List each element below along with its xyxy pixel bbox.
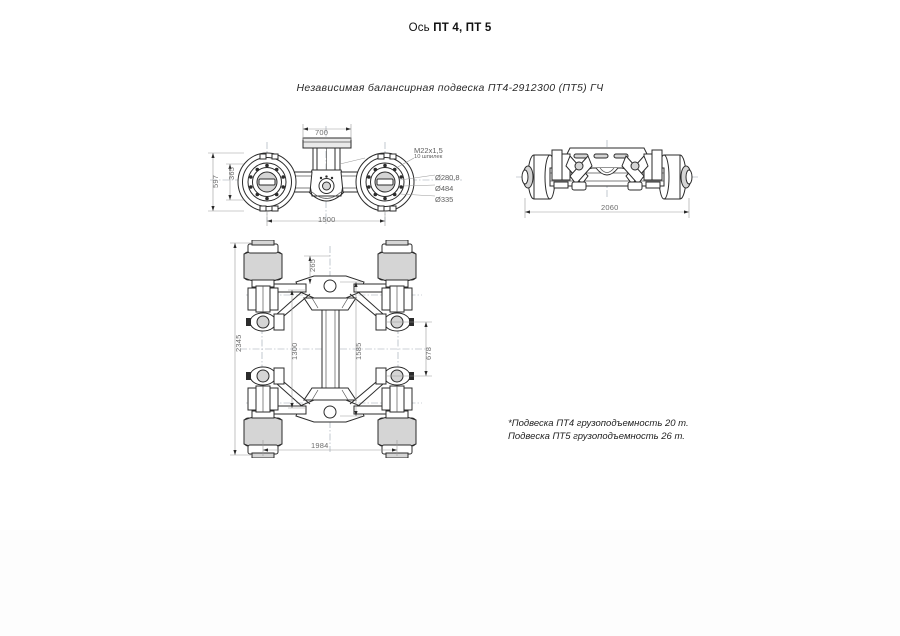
plan-wheel-top-right: [375, 240, 417, 332]
front-view-graphic: [208, 124, 462, 226]
callout-diameter-3: Ø335: [435, 195, 454, 204]
callout-stud-thread-text: M22x1,5: [414, 146, 443, 155]
plan-dim-track-offset: 265: [308, 258, 317, 272]
callout-diameter-2: Ø484: [435, 184, 454, 193]
page-title-prefix: Ось: [408, 22, 434, 34]
callout-diameter-1: Ø280,8: [435, 173, 460, 182]
callout-stud-thread: M22x1,5 10 шпилек: [414, 146, 443, 160]
page-title-model: ПТ 4, ПТ 5: [433, 22, 492, 34]
plan-view-graphic: [230, 240, 432, 458]
capacity-note-pt4: *Подвеска ПТ4 грузоподъемность 20 т.: [508, 418, 689, 429]
plan-view: [226, 240, 442, 458]
left-hub-studs: [249, 163, 285, 201]
plan-dim-overall-length: 2345: [234, 334, 243, 353]
callout-stud-count: 10 шпилек: [414, 154, 443, 160]
side-view: [512, 132, 702, 224]
side-dim-overall-width: 2060: [601, 203, 619, 212]
capacity-notes: *Подвеска ПТ4 грузоподъемность 20 т. Под…: [508, 417, 689, 443]
sheet-bottom-band: [0, 530, 900, 636]
drawing-subtitle: Независимая балансирная подвеска ПТ4-291…: [296, 82, 604, 94]
plan-dim-overall-width: 1984: [311, 441, 329, 450]
plan-dim-arm-right: 678: [424, 346, 433, 360]
front-dim-height-inner: 365: [227, 166, 236, 180]
side-view-graphic: [516, 140, 698, 218]
front-dim-top-width: 700: [315, 128, 329, 137]
page-title: Ось ПТ 4, ПТ 5: [0, 22, 900, 34]
right-hub-studs: [367, 163, 403, 201]
capacity-note-pt5: Подвеска ПТ5 грузоподъемность 26 т.: [508, 431, 685, 442]
plan-wheel-top-left: [243, 240, 285, 332]
front-view: [200, 118, 470, 238]
front-dim-height-outer: 597: [211, 174, 220, 188]
front-dim-overall-width: 1500: [318, 215, 336, 224]
plan-dim-span-right: 1585: [354, 342, 363, 361]
plan-dim-span-left: 1300: [290, 342, 299, 361]
